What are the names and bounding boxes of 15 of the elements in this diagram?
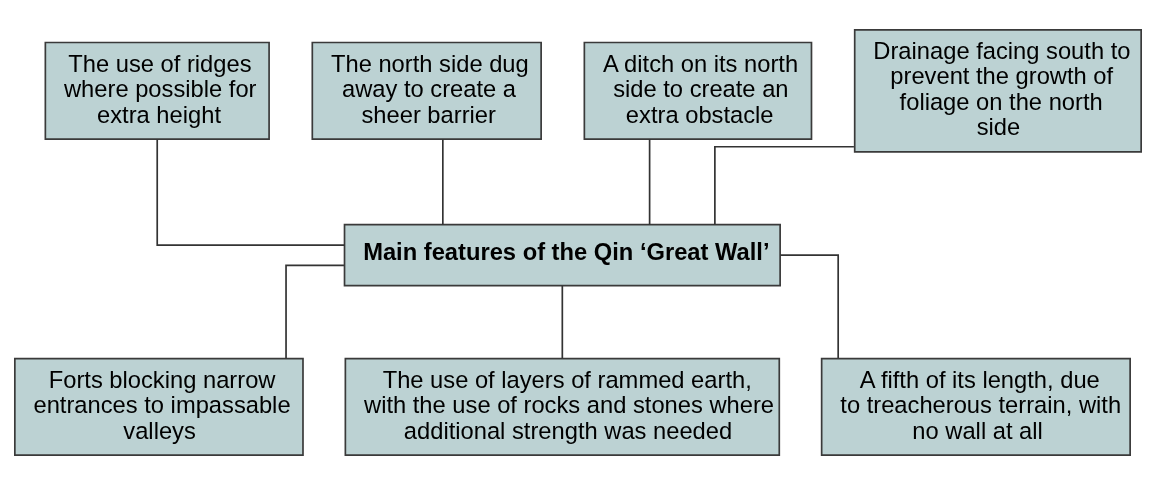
node-box: Drainage facing south to prevent the growth of foliage on the north side bbox=[853, 28, 1142, 153]
node-box: Forts blocking narrow entrances to impassable valleys bbox=[14, 357, 304, 456]
node-box: A fifth of its length, due to treacherous terrain, with no wall at all bbox=[820, 357, 1131, 456]
connector bbox=[156, 138, 346, 246]
connector bbox=[561, 284, 564, 359]
node-box: The use of ridges where possible for extra height bbox=[44, 41, 270, 140]
connector bbox=[285, 264, 345, 359]
node-box: The north side dug away to create a sheer barrier bbox=[311, 41, 542, 140]
node-box: A ditch on its north side to create an extra obstacle bbox=[583, 41, 813, 140]
node-box: Main features of the Qin ‘Great Wall’ bbox=[343, 223, 781, 287]
node-box: The use of layers of rammed earth, with the use of rocks and stones where additional strength was needed bbox=[344, 357, 781, 456]
connector bbox=[648, 137, 651, 226]
connector bbox=[442, 137, 444, 226]
connector bbox=[779, 253, 840, 359]
connector bbox=[714, 145, 855, 225]
